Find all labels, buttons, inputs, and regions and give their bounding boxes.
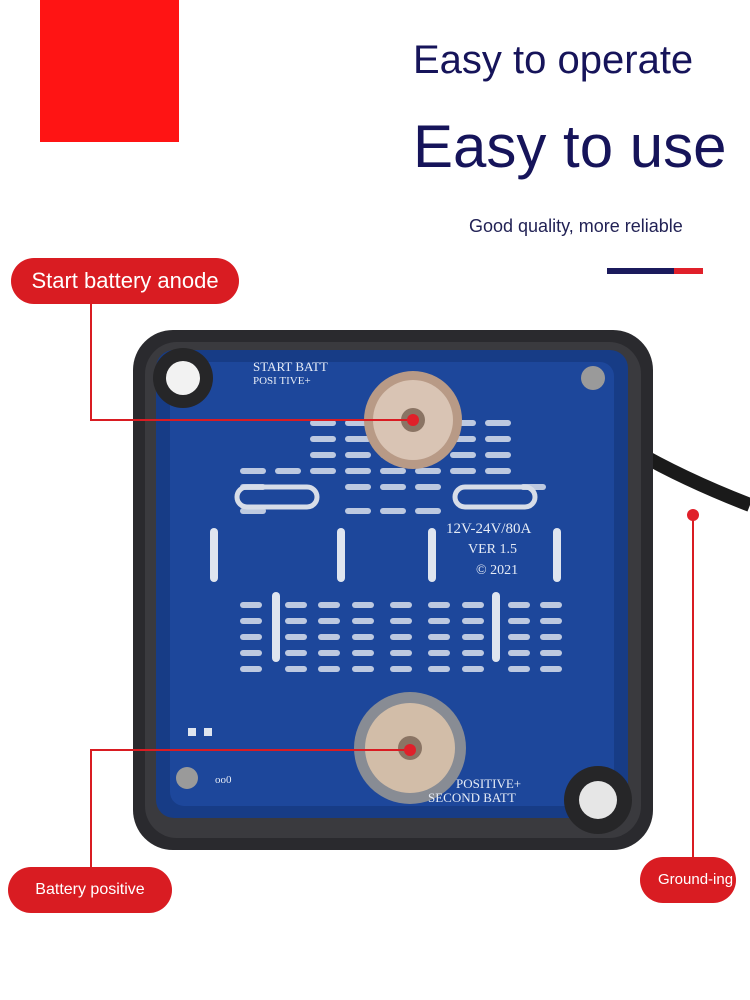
accent-bar-navy [607,268,674,274]
marker-start [407,414,419,426]
silk-second-batt: SECOND BATT [428,790,516,805]
marker-ground [687,509,699,521]
callout-battery-positive: Battery positive [8,867,172,913]
ground-screw [581,366,605,390]
callout-line-battery [90,749,410,867]
callout-line-start [90,304,413,421]
callout-start-battery-anode: Start battery anode [11,258,239,304]
board-screw [176,767,198,789]
headline-easy-to-operate: Easy to operate [413,38,694,82]
callout-grounding: Ground-ing [640,857,736,903]
red-color-block [40,0,179,142]
tagline: Good quality, more reliable [469,216,683,236]
silk-version: VER 1.5 [468,542,517,557]
accent-bar-red [674,268,703,274]
headline-easy-to-use: Easy to use [413,113,727,180]
silk-copyright: © 2021 [476,563,518,578]
marker-battery [404,744,416,756]
silk-positive-bottom: POSITIVE+ [456,776,521,791]
silk-rating: 12V-24V/80A [446,521,531,537]
silk-small-mark: oo0 [215,774,232,786]
silk-start-batt: START BATT [253,359,328,374]
silk-positive-top: POSI TIVE+ [253,375,311,387]
